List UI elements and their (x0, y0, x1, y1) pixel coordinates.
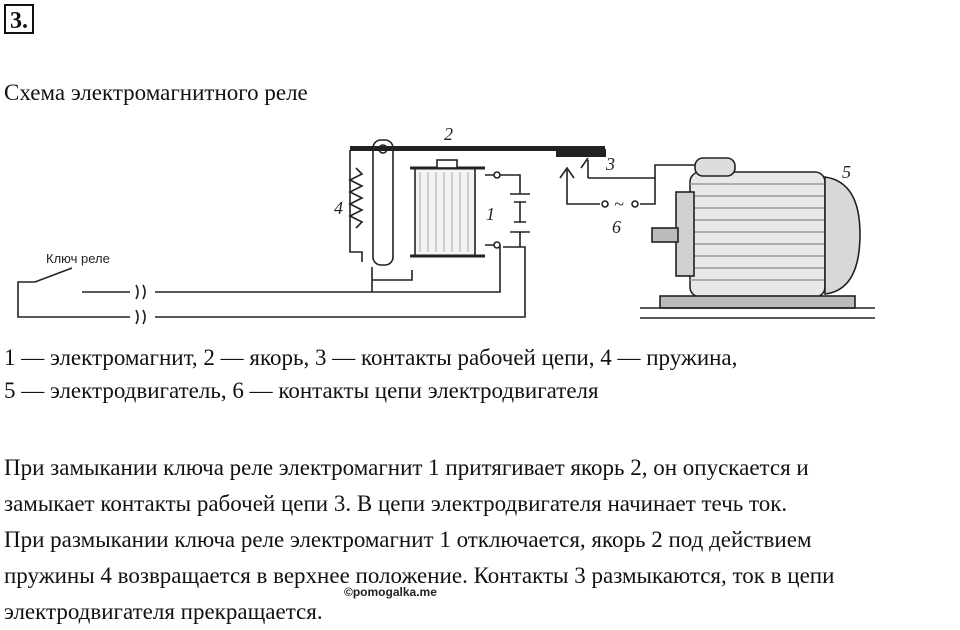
armature (350, 146, 605, 151)
spring-frame (349, 150, 363, 262)
wire-break-1 (135, 284, 146, 300)
label-working-contacts: 3 (605, 154, 615, 174)
key-wire-top-right-2 (155, 245, 501, 293)
motor-terminal-box (694, 157, 736, 177)
key-wire-bottom (17, 294, 130, 318)
motor-mount (640, 307, 875, 319)
armature-pivot (372, 139, 394, 266)
label-motor: 5 (842, 162, 851, 182)
spring (348, 167, 364, 229)
paragraph-line: электродвигателя прекращается. (4, 599, 323, 624)
label-motor-contacts: 6 (612, 217, 621, 237)
paragraph-line: При размыкании ключа реле электромагнит … (4, 527, 812, 552)
wire-break-2 (135, 309, 146, 325)
paragraph-line: пружины 4 возвращается в верхнее положен… (4, 563, 835, 588)
legend-line-1: 1 — электромагнит, 2 — якорь, 3 — контак… (4, 345, 738, 370)
electromagnet-coil (414, 167, 476, 257)
motor-endcap (824, 176, 861, 295)
legend-line-2: 5 — электродвигатель, 6 — контакты цепи … (4, 378, 599, 403)
motor-base (659, 295, 856, 309)
key-wire-bottom-2 (155, 246, 526, 318)
motor-contact-left (601, 200, 609, 208)
label-armature: 2 (444, 124, 453, 144)
paragraph-line: При замыкании ключа реле электромагнит 1… (4, 455, 809, 480)
paragraph-line: замыкает контакты рабочей цепи 3. В цепи… (4, 491, 788, 516)
explanation-paragraph: При замыкании ключа реле электромагнит 1… (4, 450, 954, 630)
battery (500, 174, 530, 247)
watermark: ©pomogalka.me (344, 585, 437, 599)
motor-shaft (651, 227, 679, 243)
task-number: 3. (4, 4, 34, 34)
motor-body (689, 171, 826, 298)
motor-contact-right (631, 200, 639, 208)
label-spring: 4 (334, 198, 343, 218)
key-wire-top (17, 267, 73, 294)
label-tilde: ~ (614, 194, 624, 214)
label-relay-key: Ключ реле (46, 251, 110, 266)
relay-diagram: 2 1 3 4 5 6 ~ Ключ реле (17, 124, 875, 325)
legend: 1 — электромагнит, 2 — якорь, 3 — контак… (4, 341, 737, 407)
diagram-title: Схема электромагнитного реле (4, 80, 308, 105)
label-electromagnet: 1 (486, 204, 495, 224)
